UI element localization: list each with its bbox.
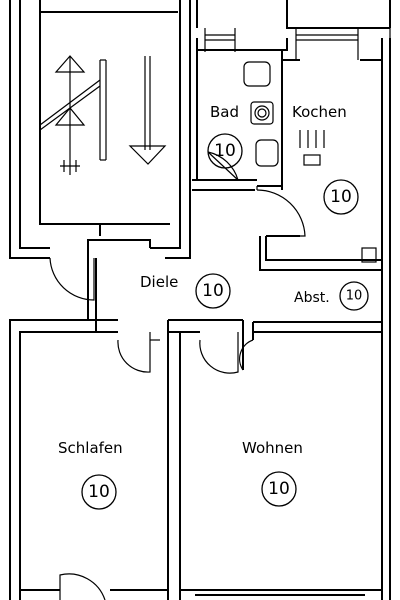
toilet-icon: [243, 61, 271, 87]
room-label-bad: Bad: [210, 103, 239, 121]
room-diele: Diele 10: [140, 273, 231, 309]
room-wohnen: Wohnen 10: [242, 439, 303, 507]
room-abst: Abst. 10: [294, 281, 369, 311]
bathroom-fixtures: [243, 61, 279, 167]
room-schlafen: Schlafen 10: [58, 439, 123, 510]
room-number-schlafen: 10: [88, 482, 110, 502]
room-label-wohnen: Wohnen: [242, 439, 303, 457]
doors: [49, 151, 306, 600]
windows: [204, 28, 359, 60]
room-label-schlafen: Schlafen: [58, 439, 123, 457]
room-number-kochen: 10: [330, 187, 352, 207]
room-number-wohnen: 10: [268, 479, 290, 499]
room-bad: Bad 10: [207, 103, 243, 169]
bathtub-icon: [255, 139, 279, 167]
room-label-abst: Abst.: [294, 290, 330, 306]
walls: [9, 0, 391, 600]
stove-icon: [299, 130, 325, 148]
room-label-diele: Diele: [140, 273, 178, 291]
room-number-abst: 10: [346, 289, 363, 304]
fridge-icon: [361, 247, 377, 263]
sink-icon: [250, 101, 274, 125]
stairs: [39, 55, 167, 175]
kitchen-fixtures: [299, 130, 377, 263]
room-number-bad: 10: [214, 141, 236, 161]
room-number-diele: 10: [202, 281, 224, 301]
room-label-kochen: Kochen: [292, 103, 347, 121]
room-kochen: Kochen 10: [292, 103, 359, 215]
